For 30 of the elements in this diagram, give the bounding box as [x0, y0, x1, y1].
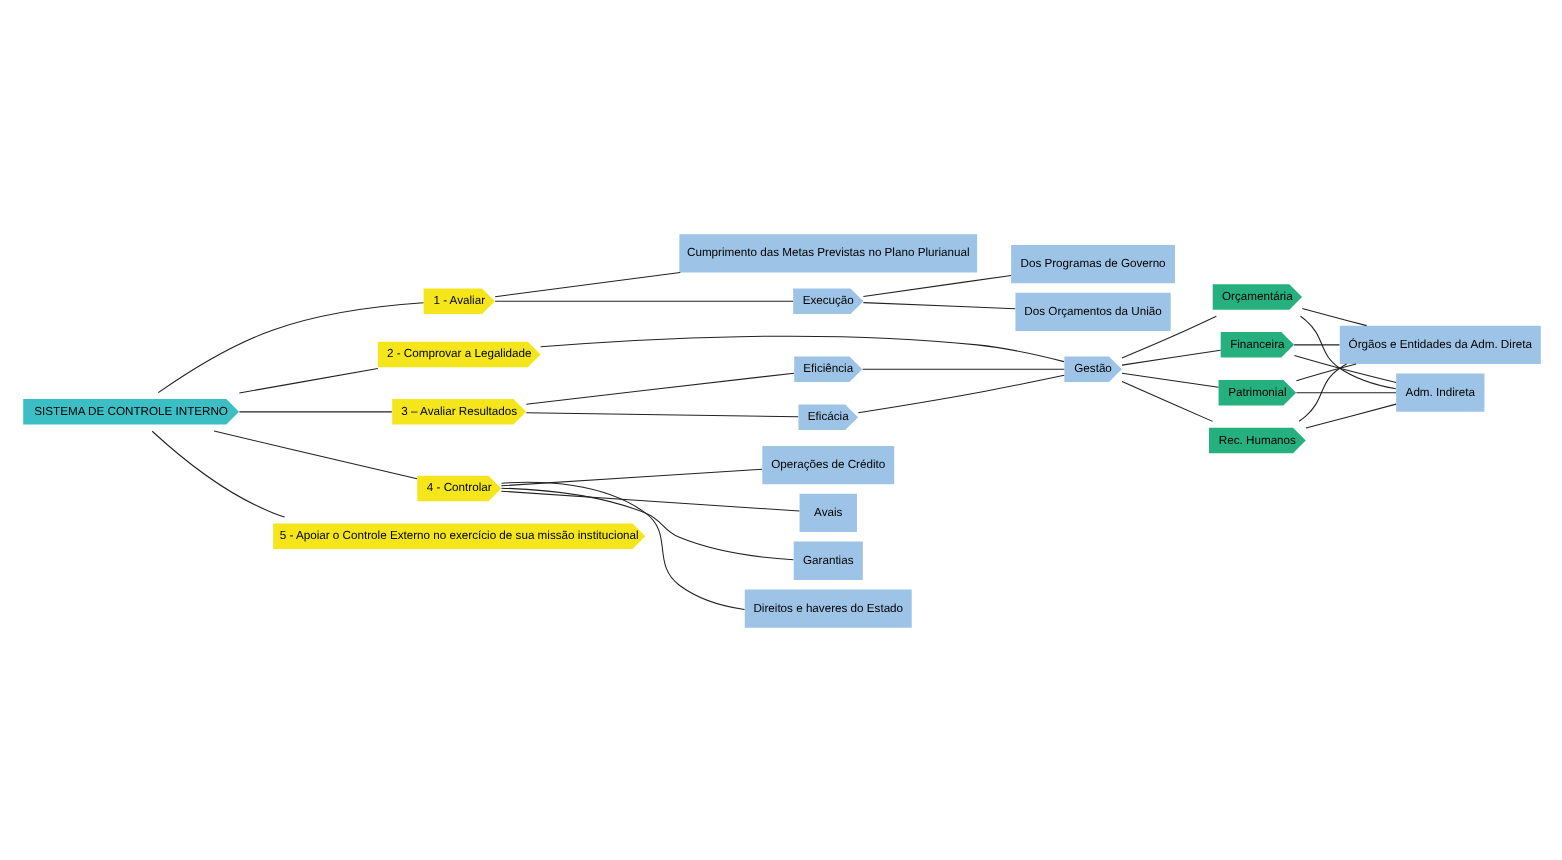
connector: [1120, 371, 1218, 387]
connector: [1294, 391, 1396, 393]
connector: [856, 373, 1064, 413]
connector: [1297, 362, 1347, 421]
connector: [1300, 307, 1367, 326]
connector: [1304, 402, 1396, 428]
connector: [524, 371, 794, 404]
connector: [499, 467, 762, 486]
connector: [150, 429, 285, 517]
connector: [861, 301, 1015, 309]
connector: [499, 489, 799, 511]
connector: [539, 334, 1064, 362]
connector: [493, 299, 793, 301]
connector: [493, 271, 680, 297]
connector: [237, 367, 378, 393]
connector: [212, 429, 417, 479]
connector: [1292, 343, 1339, 345]
connector: [1292, 354, 1396, 382]
connector: [156, 301, 423, 393]
connector: [1294, 362, 1356, 381]
connector: [1120, 380, 1213, 421]
connector: [861, 367, 1064, 369]
connector: [1120, 348, 1221, 365]
connector: [524, 411, 798, 417]
connector: [1120, 314, 1216, 358]
connector: [861, 273, 1011, 296]
connector: [1298, 314, 1396, 389]
connector: [237, 410, 392, 412]
connector: [499, 486, 793, 560]
connector: [500, 480, 745, 610]
